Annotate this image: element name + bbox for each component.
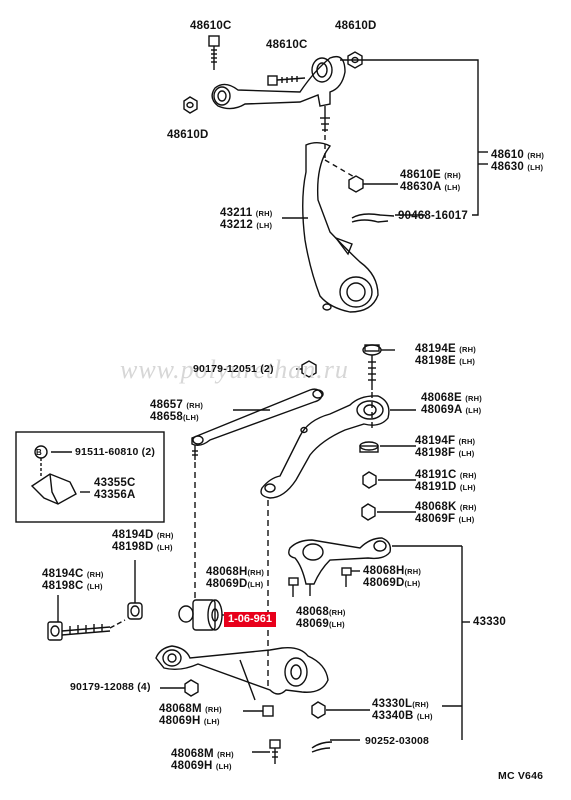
nut-48610E <box>348 175 364 193</box>
label-48069D-b: 48069D(LH) <box>363 577 421 589</box>
watermark: www.polyurethan.ru <box>120 355 349 384</box>
label-48069D-a: 48069D(LH) <box>206 578 264 590</box>
label-43355C: 43355C <box>94 477 136 489</box>
bolt-48610C-mid <box>267 75 306 86</box>
bolt-48068M-a <box>243 705 274 717</box>
label-48630A: 48630A (LH) <box>400 181 461 193</box>
lower-control-arm <box>155 645 329 701</box>
bolt-48068M-b <box>252 739 281 764</box>
part-number-highlight[interactable]: 1-06-961 <box>224 612 276 627</box>
label-43330L: 43330L(RH) <box>372 698 429 710</box>
bolt-48068H-a <box>288 577 299 597</box>
label-b-mark: B <box>36 448 42 457</box>
bolt-48194E <box>362 344 395 390</box>
strut-rod-48657 <box>191 388 324 460</box>
bushing-48068 <box>178 599 226 631</box>
label-48658: 48658(LH) <box>150 411 199 423</box>
label-43340B: 43340B (LH) <box>372 710 433 722</box>
cotter-pin-90468 <box>351 213 395 223</box>
nut-48068K <box>361 503 416 521</box>
label-48068M-b: 48068M (RH) <box>171 748 234 760</box>
bolt-48194C <box>47 595 126 641</box>
label-48610C-mid: 48610C <box>266 39 308 51</box>
label-48610C-top: 48610C <box>190 20 232 32</box>
label-48610E: 48610E (RH) <box>400 169 461 181</box>
inset-box <box>15 431 165 523</box>
steering-knuckle <box>302 142 379 313</box>
label-48191D: 48191D (LH) <box>415 481 476 493</box>
label-48068M-a: 48068M (RH) <box>159 703 222 715</box>
label-48194C: 48194C (RH) <box>42 568 104 580</box>
label-48191C: 48191C (RH) <box>415 469 477 481</box>
label-48198C: 48198C (LH) <box>42 580 103 592</box>
nut-90179-12051 <box>296 360 317 378</box>
nut-48194D <box>127 560 143 620</box>
label-48610D-left: 48610D <box>167 129 209 141</box>
label-48069: 48069(LH) <box>296 618 345 630</box>
label-90179-12051: 90179-12051 (2) <box>193 363 274 375</box>
label-90468: 90468-16017 <box>398 210 468 222</box>
label-90252: 90252-03008 <box>365 735 430 747</box>
lower-arm-48068E <box>260 395 416 499</box>
label-48068E: 48068E (RH) <box>421 392 482 404</box>
label-48194D: 48194D (RH) <box>112 529 174 541</box>
bracket-43355C <box>30 473 90 505</box>
ball-joint-43330 <box>288 537 470 741</box>
label-48068: 48068(RH) <box>296 606 346 618</box>
label-48198D: 48198D (LH) <box>112 541 173 553</box>
nut-48191C <box>362 471 416 489</box>
label-48069A: 48069A (LH) <box>421 404 482 416</box>
diagram-code: MC V646 <box>498 770 544 782</box>
label-48198F: 48198F (LH) <box>415 447 475 459</box>
nut-48610D-lower <box>183 96 198 114</box>
nut-48194F <box>359 441 416 453</box>
cotter-pin-90252 <box>311 741 333 753</box>
label-48610-rh: 48610 (RH) <box>491 149 545 161</box>
label-43356A: 43356A <box>94 489 136 501</box>
label-43211: 43211 (RH) <box>220 207 273 219</box>
nut-90179-12088 <box>160 679 199 697</box>
label-43212: 43212 (LH) <box>220 219 273 231</box>
label-48194E: 48194E (RH) <box>415 343 476 355</box>
label-48068H-a: 48068H(RH) <box>206 566 265 578</box>
label-48068H-b: 48068H(RH) <box>363 565 422 577</box>
label-48194F: 48194F (RH) <box>415 435 476 447</box>
label-43330: 43330 <box>473 616 506 628</box>
bolt-48068H-b <box>341 567 360 587</box>
label-48198E: 48198E (LH) <box>415 355 476 367</box>
label-48069H-a: 48069H (LH) <box>159 715 220 727</box>
label-48069H-b: 48069H (LH) <box>171 760 232 772</box>
label-48068K: 48068K (RH) <box>415 501 477 513</box>
label-90179-12088: 90179-12088 (4) <box>70 681 151 693</box>
label-91511: 91511-60810 (2) <box>75 446 156 458</box>
label-48610D-top: 48610D <box>335 20 377 32</box>
label-48069F: 48069F (LH) <box>415 513 475 525</box>
bolt-48610C-upper <box>208 35 220 70</box>
nut-43330L <box>311 701 370 719</box>
label-48657: 48657 (RH) <box>150 399 204 411</box>
upper-control-arm <box>211 55 346 132</box>
label-48630-lh: 48630 (LH) <box>491 161 544 173</box>
